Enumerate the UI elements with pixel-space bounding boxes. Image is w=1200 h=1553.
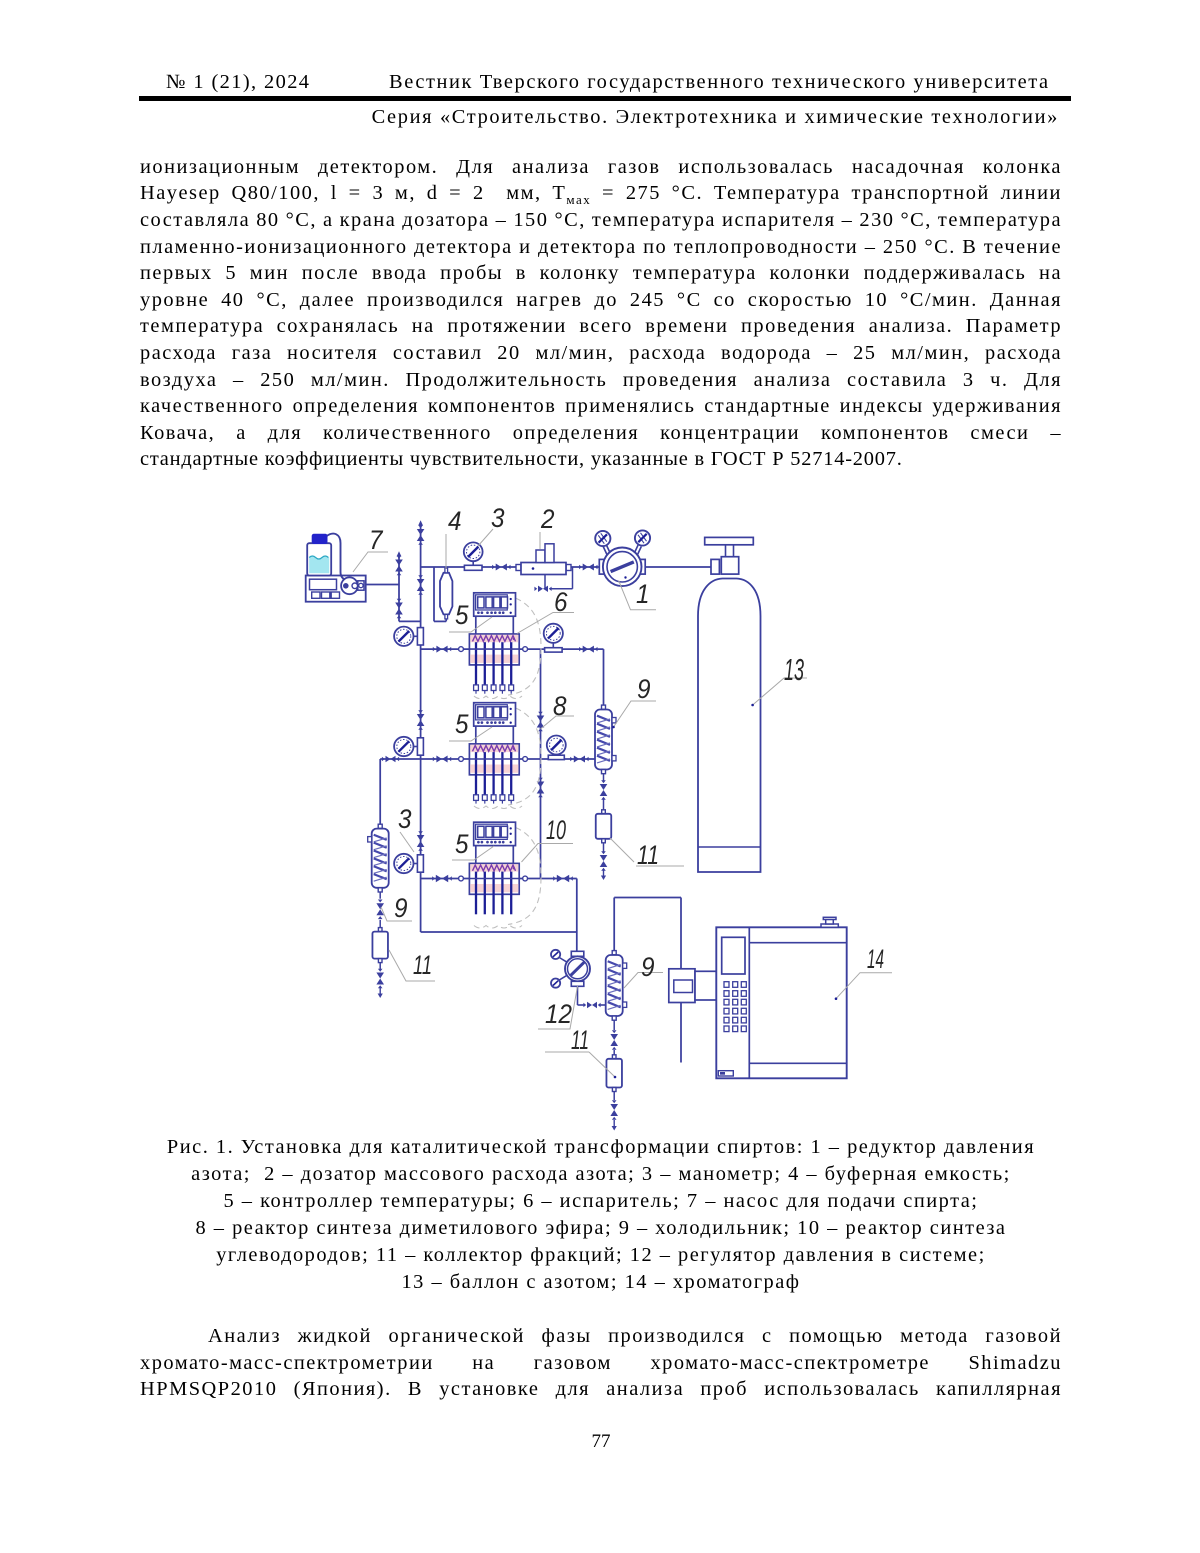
svg-text:1: 1 (636, 579, 650, 609)
svg-text:11: 11 (571, 1025, 589, 1055)
svg-text:3: 3 (491, 503, 505, 533)
svg-text:5: 5 (455, 709, 469, 739)
svg-text:13: 13 (784, 652, 804, 687)
svg-text:9: 9 (637, 674, 651, 704)
svg-text:4: 4 (448, 506, 462, 536)
svg-text:6: 6 (554, 587, 568, 617)
svg-text:12: 12 (545, 999, 572, 1029)
svg-text:5: 5 (455, 829, 469, 859)
svg-text:10: 10 (546, 815, 566, 845)
svg-text:11: 11 (413, 950, 432, 980)
svg-text:9: 9 (641, 952, 655, 982)
svg-text:5: 5 (455, 600, 469, 630)
svg-text:3: 3 (398, 804, 412, 834)
svg-text:9: 9 (394, 893, 408, 923)
svg-text:7: 7 (369, 525, 383, 555)
svg-text:8: 8 (553, 691, 567, 721)
svg-text:14: 14 (867, 944, 884, 974)
svg-text:11: 11 (637, 840, 659, 870)
svg-text:2: 2 (540, 504, 554, 534)
